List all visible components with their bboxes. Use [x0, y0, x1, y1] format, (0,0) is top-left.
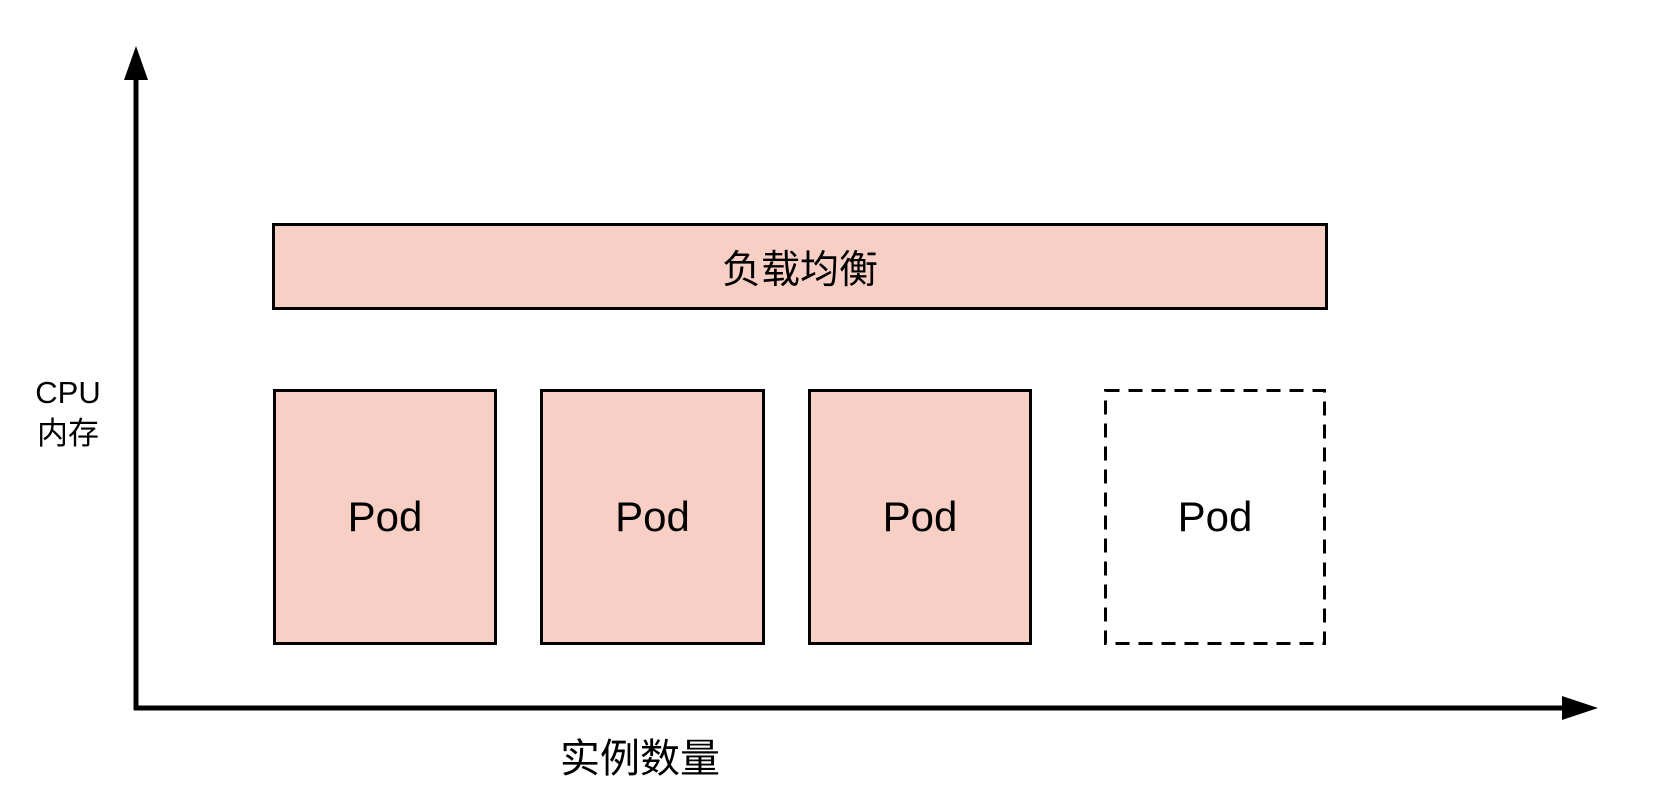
dashed-border [1104, 389, 1326, 645]
pod-box-1: Pod [273, 389, 497, 645]
pod-label: Pod [347, 493, 423, 540]
pod-box-2: Pod [540, 389, 765, 645]
x-axis-arrowhead-icon [1562, 696, 1598, 720]
y-axis-label: CPU 内存 [14, 372, 122, 454]
pod-box-3: Pod [808, 389, 1032, 645]
y-axis-label-line2: 内存 [37, 416, 99, 451]
load-balancer-label: 负载均衡 [721, 248, 878, 292]
pod-box-4-pending: Pod [1104, 389, 1326, 645]
y-axis-label-line1: CPU [35, 375, 101, 410]
pod-label: Pod [1177, 493, 1253, 540]
load-balancer-box: 负载均衡 [272, 223, 1328, 310]
pod-label: Pod [882, 493, 958, 540]
y-axis-arrowhead-icon [124, 46, 148, 80]
x-axis-label: 实例数量 [560, 737, 720, 781]
pod-label: Pod [615, 493, 690, 540]
